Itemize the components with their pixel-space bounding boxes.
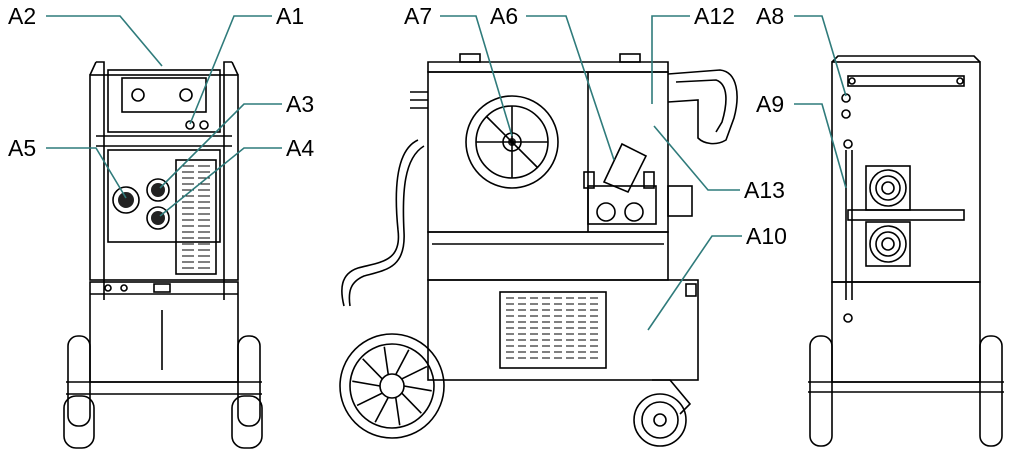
drawing-stroke [383,346,390,375]
cooling-fan-upper [865,165,911,211]
callout-labels: A2 A1 A3 A4 A5 A7 A6 A12 A13 A10 A8 A9 [8,3,787,249]
drawing-stroke [356,392,383,407]
label-a2: A2 [8,3,36,29]
drawing-stroke [352,380,381,387]
label-a3: A3 [286,91,314,117]
front-vent-grille [175,159,217,275]
leader-lines [46,15,847,331]
wire-spool [465,95,559,189]
label-a12: A12 [694,3,735,29]
label-a8: A8 [756,3,784,29]
drawing-stroke [401,365,428,380]
label-a9: A9 [756,91,784,117]
drawing-stroke [395,349,410,375]
drawing-stroke [394,397,401,426]
large-wheel [339,333,445,439]
rear-view [808,55,1004,447]
side-view [339,53,738,447]
drawing-stroke [362,358,383,380]
caster-wheel [633,379,692,447]
label-a6: A6 [490,3,518,29]
label-a13: A13 [744,177,785,203]
wire-feeder [583,142,657,225]
side-vent-grille [499,291,607,369]
label-a4: A4 [286,135,314,161]
label-a7: A7 [404,3,432,29]
drawing-stroke [374,397,389,423]
drawing-stroke [403,385,432,392]
label-a1: A1 [276,3,304,29]
front-view [63,61,263,449]
drawing-stroke [401,392,422,414]
cooling-fan-lower [865,221,911,267]
label-a5: A5 [8,135,36,161]
label-a10: A10 [746,223,787,249]
